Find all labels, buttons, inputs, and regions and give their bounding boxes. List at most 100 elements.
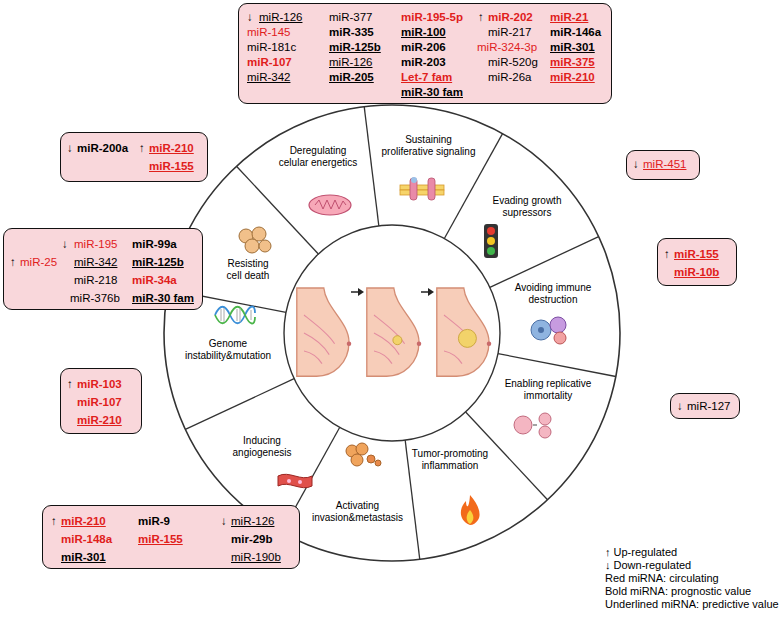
legend-entry: ↑ Up-regulated [605,546,779,559]
sector-divider [498,354,616,377]
breast-illustration-part-part [458,329,476,347]
traffic-light-icon-part [487,247,495,255]
hallmark-label: Evading growth supressors [491,195,563,219]
invasion-icon [346,443,381,466]
mirna-name: miR-218 [74,273,117,287]
legend-text: Red miRNA: circulating [605,572,719,584]
breast-illustration-part-part [393,336,402,345]
mirna-name: miR-155 [138,532,183,546]
invasion-icon-part [356,443,368,455]
mirna-name: ↓ [221,514,227,528]
mirna-name: miR-195-5p [401,10,463,24]
membrane-icon-part [400,185,444,190]
mitochondrion-icon [309,195,351,215]
mirna-name: miR-520g [488,55,538,69]
mirna-name: miR-335 [329,25,374,39]
mirna-name: ↑ [664,247,670,261]
hallmark-label: Avoiding immune destruction [513,282,593,306]
dividing-cells-icon-part [514,416,532,434]
breast-illustration-part-part [487,342,492,347]
mirna-name: miR-375 [550,55,595,69]
mirna-name: miR-10b [674,265,719,279]
traffic-light-icon [484,224,498,258]
mirna-name: miR-181c [247,40,296,54]
mirna-name: miR-451 [643,157,686,171]
dna-icon-part [215,306,255,323]
mirna-name: miR-107 [77,395,122,409]
invasion-icon-part [375,460,381,466]
dividing-cells-icon-part [539,413,551,425]
dna-icon-part [215,307,255,324]
legend-entry: Red miRNA: circulating [605,572,779,585]
mirna-name: miR-205 [329,70,374,84]
mirna-name: miR-25 [20,255,57,269]
mirna-name: miR-126 [259,10,302,24]
immune-cells-icon-part [550,317,566,333]
mirna-box: ↑ miR-103 miR-107 miR-210 [60,368,142,434]
membrane-icon [400,177,444,200]
breast-illustration-part-part [437,288,489,376]
mirna-name: ↓ [633,157,639,171]
sector-divider [237,166,319,254]
breast-illustration-part-part [367,288,419,376]
mitochondrion-icon-part [315,200,346,209]
mirna-box: ↓miR-126miR-377miR-195-5p↑miR-202miR-21m… [238,3,612,104]
legend-text: ↓ Down-regulated [605,559,691,571]
breast-illustration-part-part [417,342,422,347]
mirna-name: miR-203 [401,55,446,69]
mirna-box: ↓miR-127 [670,393,740,419]
breast-illustration [297,288,491,376]
vessel-icon [278,474,312,487]
mirna-name: miR-342 [74,255,117,269]
mirna-name: miR-210 [149,141,194,155]
mirna-name: miR-21 [550,10,588,24]
legend-entry: ↓ Down-regulated [605,559,779,572]
fire-icon-part [467,510,474,524]
mirna-name: miR-210 [77,413,122,427]
mirna-name: miR-190b [231,550,281,564]
mirna-name: miR-155 [149,159,194,173]
mirna-name: miR-217 [488,25,531,39]
mirna-name: miR-34a [132,273,177,287]
mirna-name: ↑ [10,255,16,269]
mirna-name: ↑ [67,377,73,391]
dividing-cells-icon [514,413,551,438]
hallmark-wheel [164,105,620,561]
mirna-name: miR-30 fam [401,85,463,99]
vessel-icon-part [278,474,312,487]
mirna-name: miR-210 [550,70,595,84]
mirna-box: ↓miR-200a↑miR-210miR-155 [60,132,208,182]
membrane-icon-part [411,177,417,183]
immune-cells-icon-part [531,320,551,340]
immune-cells-icon-part [538,327,544,333]
vessel-icon-part [287,479,291,483]
breast-illustration-part-part [374,315,405,364]
breast-illustration-part [437,288,491,376]
cell-cluster-icon-part [259,240,271,252]
breast-illustration-part-part [358,288,364,296]
breast-illustration-part [351,288,434,296]
mirna-name: miR-376b [70,291,120,305]
hallmark-label: Tumor-promoting inflammation [410,448,490,472]
traffic-light-icon-part [487,237,495,245]
mirna-name: miR-126 [329,55,372,69]
mirna-box: ↑miR-155miR-10b [657,238,737,286]
legend-text: ↑ Up-regulated [605,546,677,558]
mirna-name: miR-103 [77,377,122,391]
legend-entry: Underlined miRNA: predictive value [605,598,779,611]
mirna-name: ↑ [478,10,484,24]
mirna-name: mir-29b [231,532,273,546]
breast-illustration-part [367,288,421,376]
mirna-box: ↑miR-210miR-9↓miR-126miR-148amiR-155mir-… [42,505,300,569]
mirna-name: miR-100 [401,25,446,39]
mirna-box: ↓miR-195miR-99a↑miR-25miR-342miR-125bmiR… [3,228,203,310]
breast-illustration-part-part [428,288,434,296]
traffic-light-icon-part [484,224,498,258]
mirna-name: miR-206 [401,40,446,54]
mirna-name: ↑ [51,514,57,528]
mirna-name: miR-125b [132,255,184,269]
mirna-name: miR-26a [488,70,531,84]
legend: ↑ Up-regulated↓ Down-regulatedRed miRNA:… [605,546,779,611]
mitochondrion-icon-part [309,195,351,215]
immune-cells-icon [531,317,566,344]
